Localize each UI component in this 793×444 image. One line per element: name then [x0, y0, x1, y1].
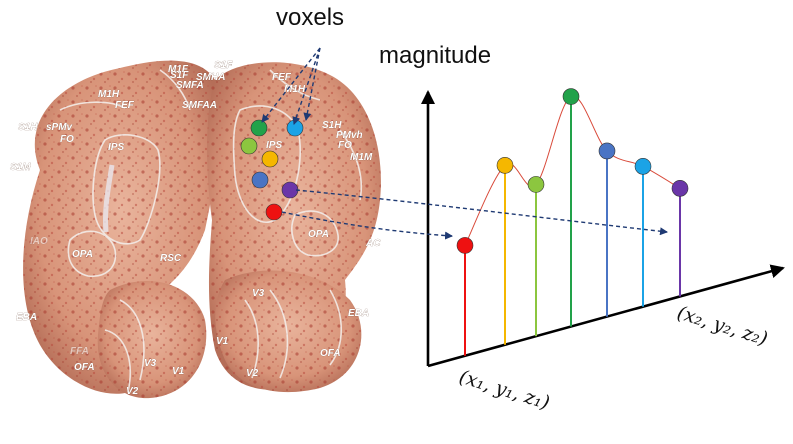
- brain-label: FEF: [272, 72, 292, 83]
- brain-label: V2: [246, 368, 259, 379]
- brain-label: S1H: [18, 122, 38, 133]
- brain-label: sPMv: [46, 122, 74, 133]
- axes: [421, 90, 785, 368]
- brain-label: V2: [126, 386, 139, 397]
- brain-label: EBA: [348, 308, 369, 319]
- voxel-dot-purple: [281, 181, 299, 199]
- brain-label: M1H: [98, 89, 120, 100]
- brain-label: OPA: [308, 229, 329, 240]
- brain-label: M1F: [168, 64, 189, 75]
- stem-dot-yellow: [496, 157, 514, 174]
- brain-label: RSC: [160, 253, 182, 264]
- brain-label: M1H: [284, 84, 306, 95]
- brain-label: FEF: [115, 100, 135, 111]
- brain-label: V1: [172, 366, 185, 377]
- brain-label: SMHA: [196, 72, 225, 83]
- voxel-dot-steel-blue: [251, 171, 269, 189]
- brain-label: S1F: [170, 70, 189, 81]
- brain-label: IPS: [108, 142, 124, 153]
- voxels-title: voxels: [276, 4, 345, 31]
- stem-dot-red: [456, 237, 474, 254]
- voxel-pointer-arrow-1: [261, 47, 321, 123]
- brain-label: M1M: [350, 152, 373, 163]
- magnitude-title: magnitude: [379, 42, 492, 69]
- brain-label: OFA: [74, 362, 95, 373]
- brain-label: S1F: [214, 60, 233, 71]
- voxel-dots: [240, 119, 304, 221]
- brain-label: FO: [60, 134, 74, 145]
- stem-dot-blue: [634, 158, 652, 175]
- brain-label: IPS: [266, 140, 282, 151]
- brain-label: V3: [252, 288, 265, 299]
- voxel-pointer-arrow-3: [292, 47, 321, 125]
- stem-dot-purple: [671, 180, 689, 197]
- brain-label: S1H: [322, 120, 342, 131]
- coord-label-2: (x₂, y₂, z₂): [675, 302, 771, 350]
- stem-dots: [456, 88, 689, 254]
- stem-dot-steel-blue: [598, 142, 616, 160]
- stem-dot-lime: [527, 176, 545, 193]
- voxel-dot-red: [265, 203, 283, 221]
- brain-label: OFA: [320, 348, 341, 359]
- brain-label: SMFAA: [182, 100, 217, 111]
- brain-label: S1M: [10, 162, 31, 173]
- voxel-pointer-arrow-2: [303, 47, 321, 121]
- brain-label: V1: [216, 336, 229, 347]
- voxel-dot-lime: [240, 137, 258, 155]
- brain-label: FO: [338, 140, 352, 151]
- brain-label: EBA: [16, 312, 37, 323]
- red-mapping-arrow: [281, 211, 453, 240]
- pointer-arrows: [261, 47, 668, 240]
- voxel-dot-yellow: [261, 150, 279, 168]
- brain-label: AC: [365, 238, 381, 249]
- brain-label: FFA: [70, 346, 89, 357]
- brain-label: OPA: [72, 249, 93, 260]
- brain-label: V3: [144, 358, 157, 369]
- brain-label: SMFA: [176, 80, 204, 91]
- purple-mapping-arrow: [295, 189, 668, 236]
- x-axis: [427, 264, 785, 368]
- stems: [464, 96, 681, 356]
- stem-dot-green: [562, 88, 580, 105]
- coord-label-1: (x₁, y₁, z₁): [457, 366, 553, 414]
- brain-label: PMvh: [336, 130, 363, 141]
- brain-label: IAO: [30, 236, 48, 247]
- voxel-dot-green: [250, 119, 268, 137]
